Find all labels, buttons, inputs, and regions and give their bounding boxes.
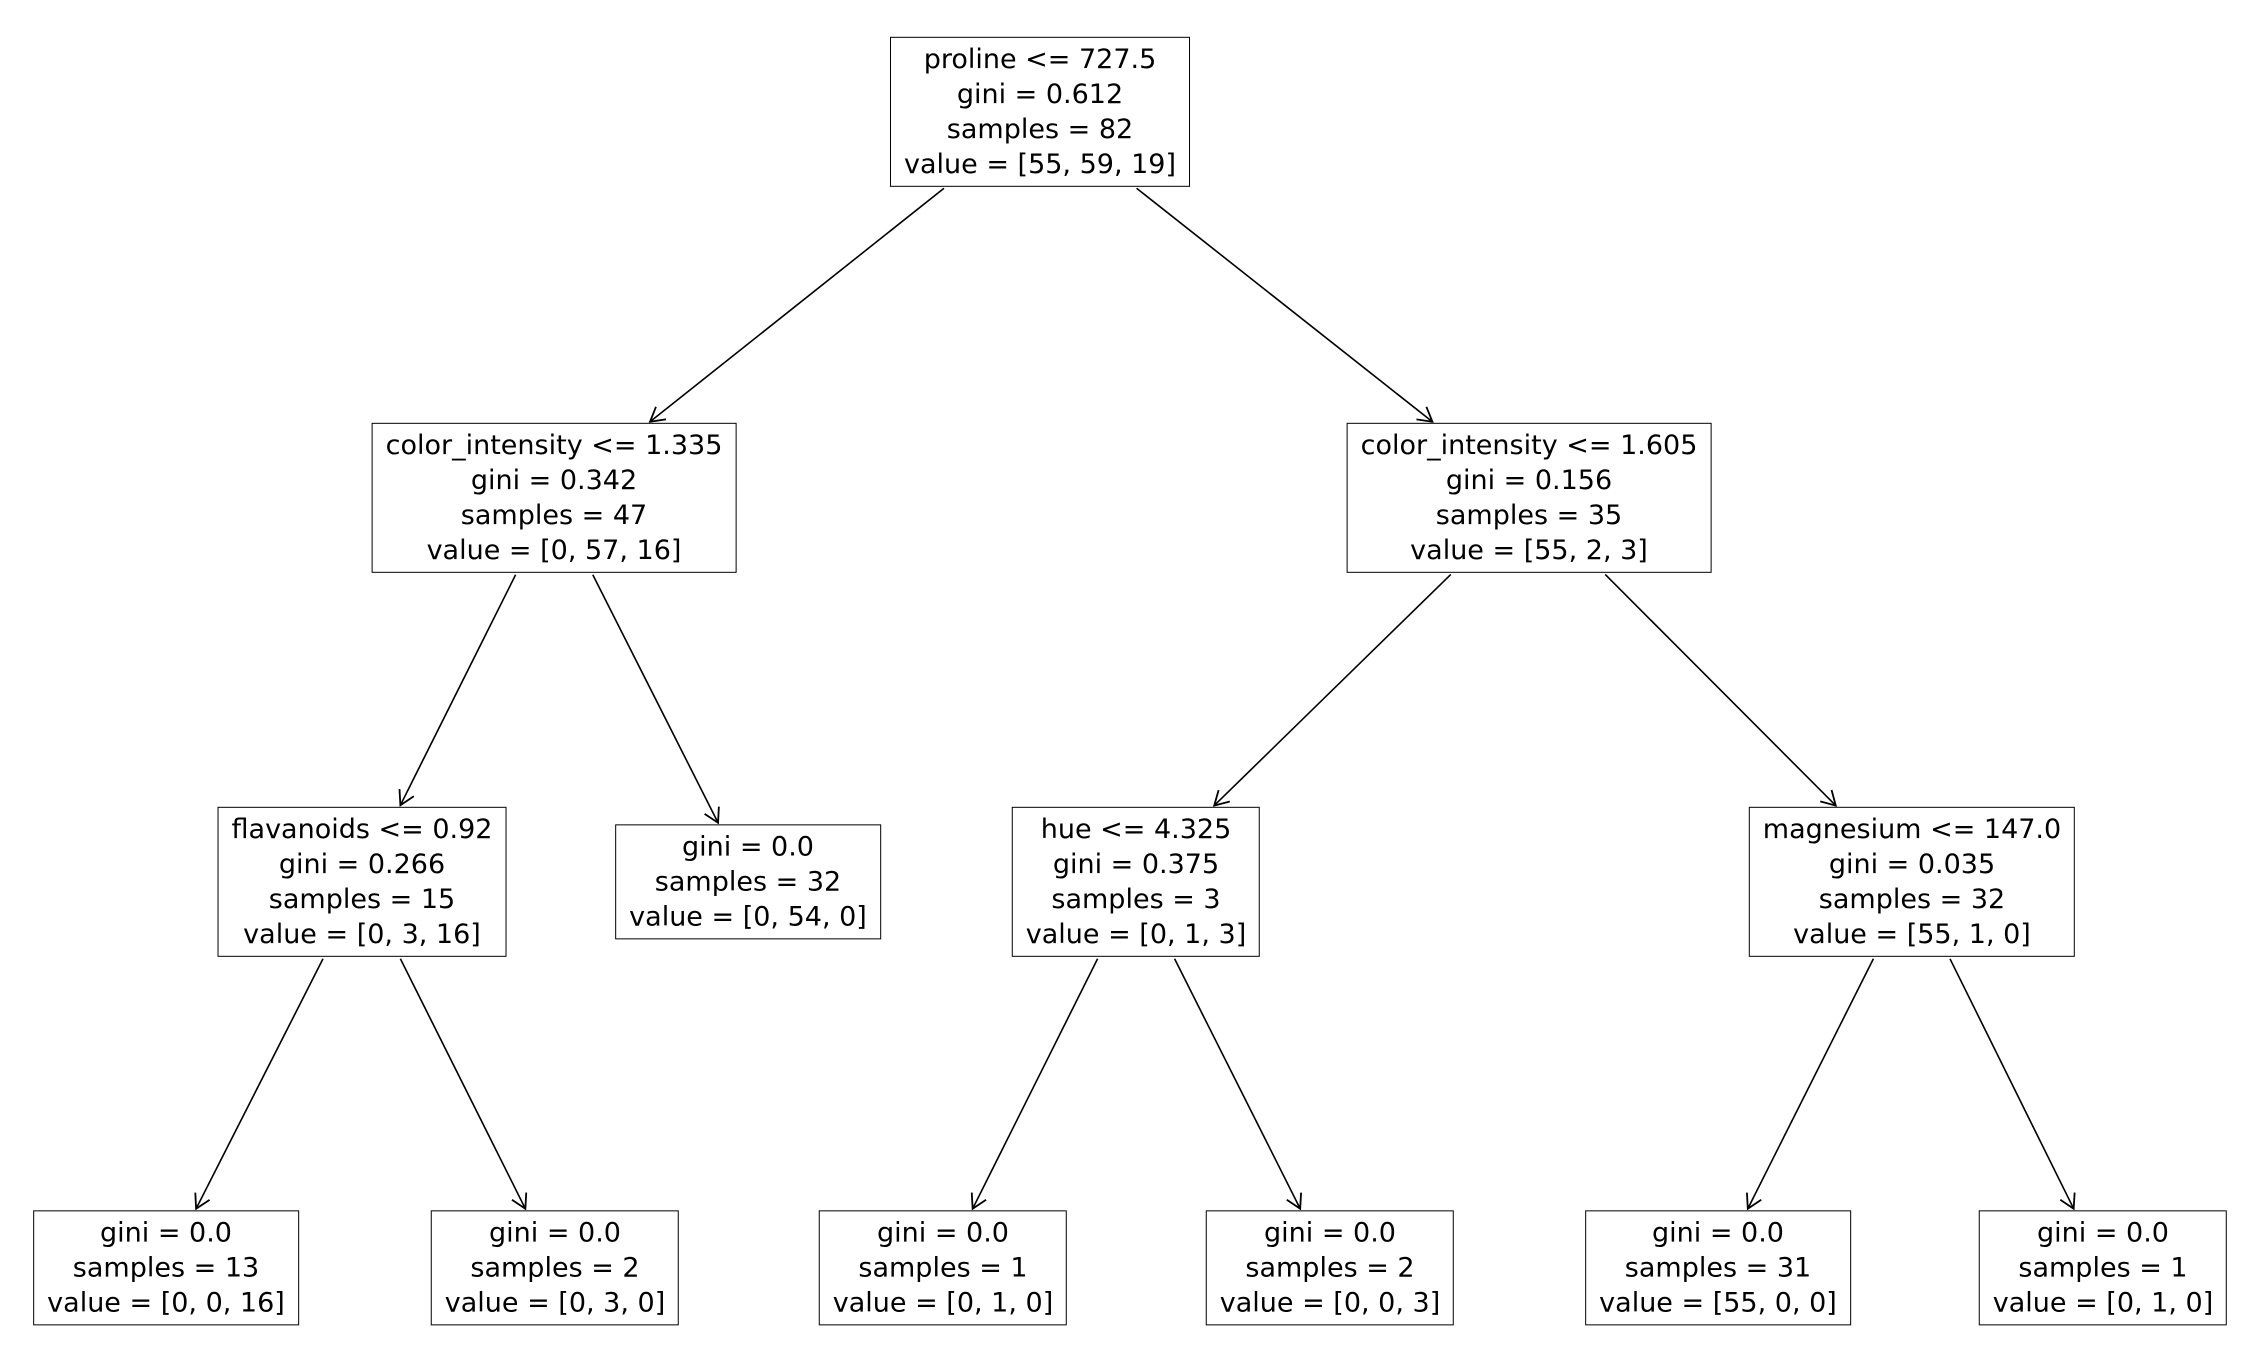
node-text-line: samples = 1 xyxy=(2018,1252,2188,1284)
node-text-line: color_intensity <= 1.605 xyxy=(1360,429,1698,461)
node-text-line: gini = 0.375 xyxy=(1052,848,1220,880)
node-text-line: gini = 0.0 xyxy=(1264,1217,1396,1249)
node-text-line: value = [0, 54, 0] xyxy=(629,901,867,933)
edge-n3d-to-l5 xyxy=(1746,958,1875,1211)
edge-root-to-n2l xyxy=(648,187,945,423)
node-text-line: samples = 32 xyxy=(654,866,842,898)
edge-n3a-to-l2 xyxy=(399,958,528,1211)
node-text-line: hue <= 4.325 xyxy=(1040,813,1232,845)
node-text-line: value = [55, 59, 19] xyxy=(903,149,1177,181)
node-text-line: value = [0, 3, 16] xyxy=(243,919,481,951)
node-text-line: value = [0, 0, 3] xyxy=(1219,1287,1441,1319)
node-text-line: samples = 32 xyxy=(1818,884,2006,915)
node-text-line: samples = 2 xyxy=(1245,1252,1415,1284)
node-text-line: value = [55, 1, 0] xyxy=(1793,919,2031,951)
edge-n3a-to-l1 xyxy=(194,958,324,1211)
node-text-line: samples = 82 xyxy=(946,114,1134,145)
edge-n3c-to-l4 xyxy=(1173,958,1302,1211)
node-text-line: samples = 47 xyxy=(460,500,648,531)
node-text-line: magnesium <= 147.0 xyxy=(1762,813,2062,845)
node-text-line: samples = 15 xyxy=(268,884,456,915)
node-text-line: gini = 0.0 xyxy=(1652,1217,1784,1249)
node-text-line: gini = 0.612 xyxy=(956,78,1124,110)
edge-n3d-to-l6 xyxy=(1949,958,2076,1211)
node-text-line: samples = 2 xyxy=(470,1252,640,1284)
node-text-line: gini = 0.0 xyxy=(682,831,814,863)
node-text-line: value = [0, 3, 0] xyxy=(444,1287,666,1319)
node-text-line: value = [0, 57, 16] xyxy=(426,535,682,567)
node-text-line: value = [0, 1, 0] xyxy=(1992,1287,2214,1319)
node-text-line: samples = 3 xyxy=(1051,884,1221,915)
node-text-line: gini = 0.0 xyxy=(100,1217,232,1249)
node-text-line: value = [55, 0, 0] xyxy=(1599,1287,1837,1319)
node-text-line: gini = 0.0 xyxy=(877,1217,1009,1249)
node-text-line: samples = 35 xyxy=(1435,500,1623,531)
node-text-line: samples = 31 xyxy=(1624,1252,1812,1284)
node-text-line: proline <= 727.5 xyxy=(923,43,1157,75)
edge-n2l-to-n3a xyxy=(398,574,517,807)
node-text-line: flavanoids <= 0.92 xyxy=(231,813,493,845)
edge-root-to-n2r xyxy=(1136,187,1434,423)
node-text-line: samples = 1 xyxy=(858,1252,1028,1284)
node-text-line: color_intensity <= 1.335 xyxy=(385,429,723,461)
node-text-line: value = [0, 1, 0] xyxy=(832,1287,1054,1319)
edge-n2l-to-n3b xyxy=(592,574,720,825)
node-text-line: samples = 13 xyxy=(72,1252,260,1284)
node-text-line: gini = 0.266 xyxy=(278,848,446,880)
edge-n2r-to-n3c xyxy=(1212,573,1452,807)
node-text-line: gini = 0.0 xyxy=(2037,1217,2169,1249)
node-text-line: gini = 0.156 xyxy=(1445,464,1613,496)
edge-n3c-to-l3 xyxy=(970,958,1099,1211)
node-text-line: value = [55, 2, 3] xyxy=(1410,535,1648,567)
node-text-line: gini = 0.342 xyxy=(470,464,638,496)
node-text-line: gini = 0.035 xyxy=(1828,848,1996,880)
node-text-line: value = [0, 0, 16] xyxy=(47,1287,285,1319)
node-text-line: value = [0, 1, 3] xyxy=(1025,919,1247,951)
edge-n2r-to-n3d xyxy=(1604,573,1838,807)
node-text-line: gini = 0.0 xyxy=(489,1217,621,1249)
